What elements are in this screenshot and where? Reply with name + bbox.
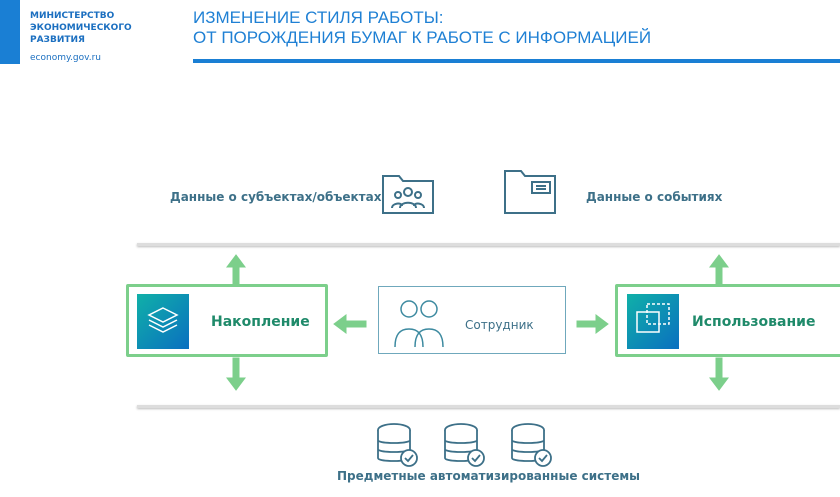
accumulation-box: Накопление (126, 284, 328, 357)
top-divider (137, 243, 840, 246)
systems-label: Предметные автоматизированные системы (337, 469, 641, 483)
folder-people-icon (382, 175, 434, 214)
arrow-down-right (709, 357, 729, 391)
ministry-line: ЭКОНОМИЧЕСКОГО (30, 23, 132, 33)
subjects-label: Данные о субъектах/объектах (170, 190, 382, 204)
employee-box: Сотрудник (378, 286, 566, 354)
ministry-line: РАЗВИТИЯ (30, 35, 85, 45)
ministry-logo-text: МИНИСТЕРСТВО ЭКОНОМИЧЕСКОГО РАЗВИТИЯ (30, 10, 132, 46)
database-check-icon (377, 423, 418, 467)
arrow-down-left (226, 357, 246, 391)
usage-box: Использование (615, 284, 840, 357)
layers-icon (137, 294, 189, 349)
overlap-squares-icon (627, 294, 679, 349)
database-check-icon (511, 423, 552, 467)
arrow-to-accumulation (333, 314, 367, 334)
title-rule (193, 59, 840, 63)
arrow-up-right (709, 254, 729, 286)
database-icons (377, 423, 552, 467)
database-check-icon (444, 423, 485, 467)
brand-bar (0, 0, 20, 64)
ministry-line: МИНИСТЕРСТВО (30, 11, 115, 21)
folder-document-icon (504, 170, 556, 214)
bottom-divider (137, 405, 840, 408)
accumulation-label: Накопление (211, 314, 310, 330)
employee-label: Сотрудник (465, 318, 534, 332)
arrow-up-left (226, 254, 246, 286)
employees-icon (394, 300, 444, 348)
page-title: ИЗМЕНЕНИЕ СТИЛЯ РАБОТЫ: ОТ ПОРОЖДЕНИЯ БУ… (193, 8, 651, 48)
title-line: ОТ ПОРОЖДЕНИЯ БУМАГ К РАБОТЕ С ИНФОРМАЦИ… (193, 28, 652, 47)
title-line: ИЗМЕНЕНИЕ СТИЛЯ РАБОТЫ: (193, 8, 444, 27)
arrow-to-usage (576, 314, 609, 334)
events-label: Данные о событиях (586, 190, 723, 204)
site-link[interactable]: economy.gov.ru (30, 53, 101, 63)
usage-label: Использование (692, 314, 816, 330)
